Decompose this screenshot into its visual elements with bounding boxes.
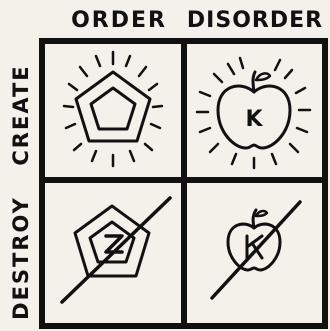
row-label-destroy: DESTROY [9,196,33,320]
crossed-pentagon-icon [62,198,170,302]
column-label-order: ORDER [71,8,167,33]
apple-icon: K [197,58,310,168]
apple-letter: K [245,107,263,132]
column-label-disorder: DISORDER [187,8,323,33]
strike-line [62,198,170,302]
grid-frame [42,41,325,326]
row-label-create: CREATE [9,64,33,165]
crossed-apple-icon [212,202,300,298]
pentagon-icon [64,52,162,166]
